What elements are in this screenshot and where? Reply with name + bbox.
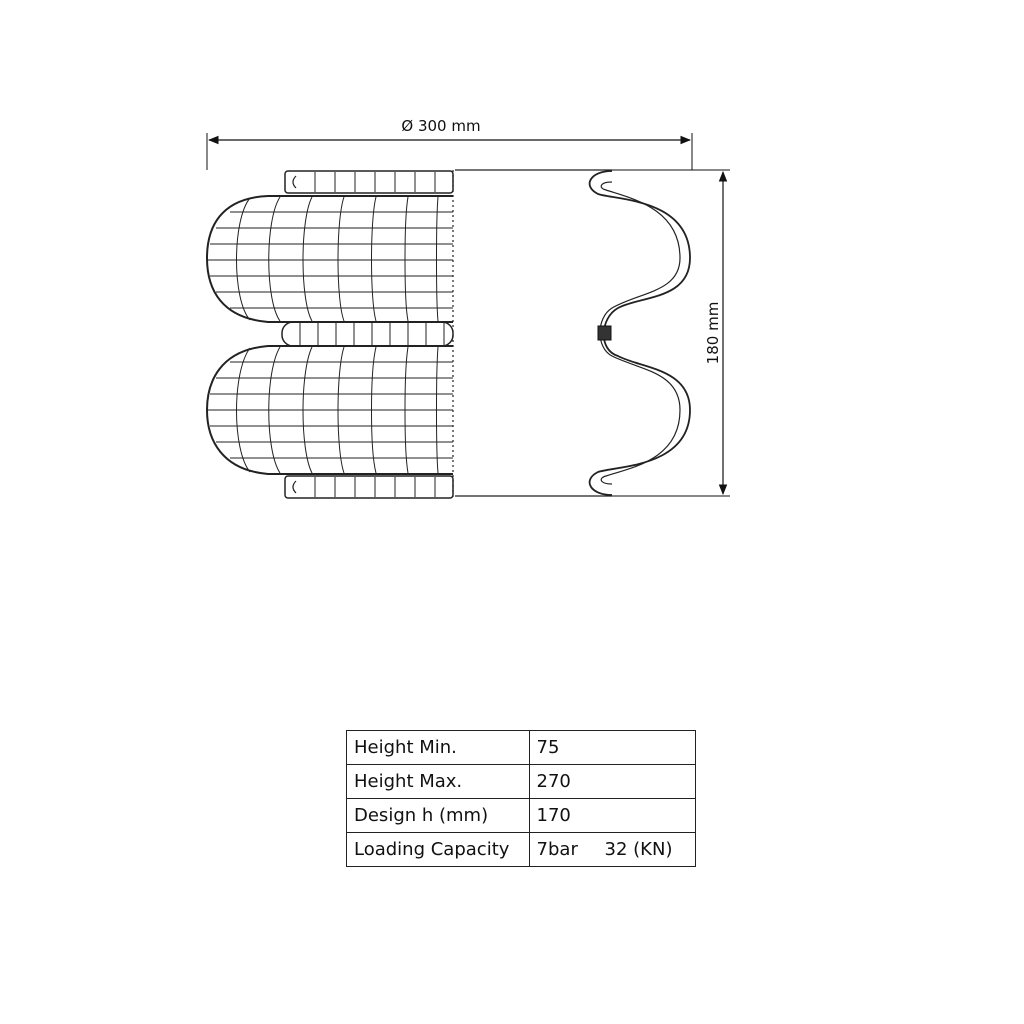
spec-label: Height Max. xyxy=(346,764,530,799)
height-dimension: 180 mm xyxy=(612,169,730,497)
table-row: Design h (mm) 170 xyxy=(346,798,697,833)
table-row: Height Max. 270 xyxy=(346,764,697,799)
bellows-exterior-view xyxy=(205,170,454,499)
spec-label: Height Min. xyxy=(346,730,530,765)
loading-pressure: 7bar xyxy=(536,839,578,860)
diameter-label: Ø 300 mm xyxy=(401,117,480,135)
table-row: Loading Capacity 7bar 32 (KN) xyxy=(346,832,697,867)
spec-value: 7bar 32 (KN) xyxy=(528,832,697,867)
bellows-cross-section xyxy=(455,169,691,497)
spec-value: 75 xyxy=(528,730,697,765)
spec-label: Design h (mm) xyxy=(346,798,530,833)
loading-capacity: 32 (KN) xyxy=(604,839,673,860)
air-spring-drawing: Ø 300 mm 180 mm xyxy=(205,117,730,499)
table-row: Height Min. 75 xyxy=(346,730,697,765)
diameter-dimension: Ø 300 mm xyxy=(206,117,693,170)
spec-value: 270 xyxy=(528,764,697,799)
spec-label: Loading Capacity xyxy=(346,832,530,867)
height-label: 180 mm xyxy=(704,302,722,365)
spec-value: 170 xyxy=(528,798,697,833)
spec-table: Height Min. 75 Height Max. 270 Design h … xyxy=(346,730,697,867)
